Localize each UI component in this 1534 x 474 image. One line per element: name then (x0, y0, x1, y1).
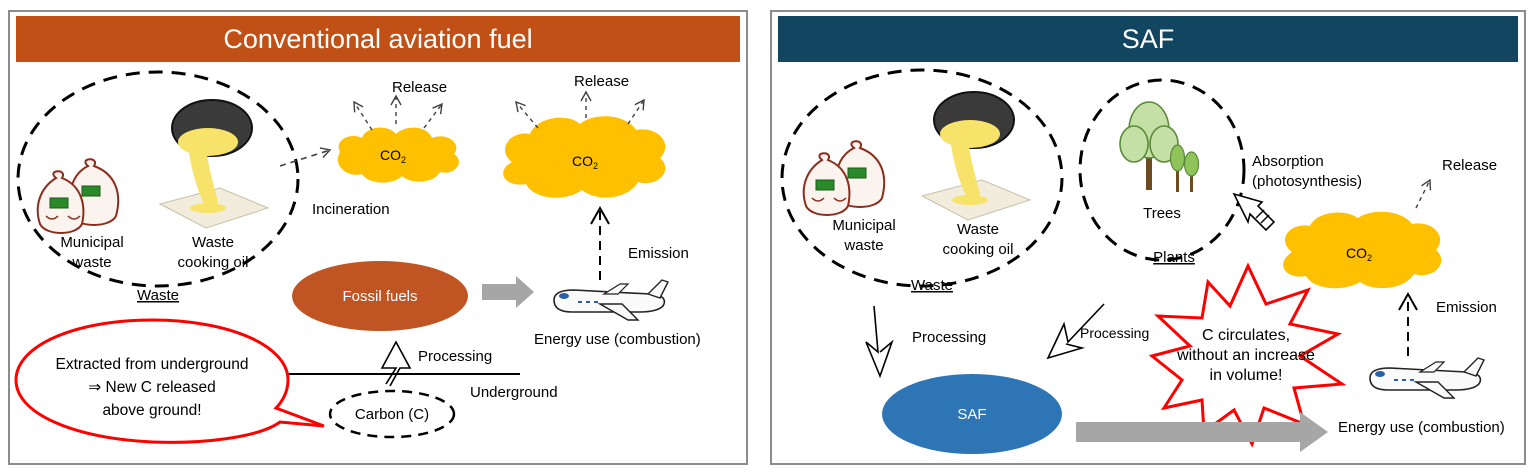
co2-small-label: CO (380, 147, 401, 163)
municipal-waste-label-1: Municipal (60, 234, 123, 251)
callout-line-3: above ground! (102, 402, 201, 419)
saf-waste-group-circle (780, 68, 1064, 288)
saf-co2-cloud: CO2 (1283, 211, 1442, 289)
release-label-2: Release (574, 73, 629, 90)
incineration-label: Incineration (312, 201, 390, 218)
burst-line-2: without an increase (1176, 347, 1315, 364)
callout-line-1: Extracted from underground (56, 356, 249, 373)
co2-large-label: CO (572, 153, 593, 169)
saf-cooking-oil-label-1: Waste (957, 221, 999, 238)
callout-line-2: ⇒ New C released (88, 379, 216, 396)
fossil-fuels-label: Fossil fuels (342, 288, 417, 305)
saf-cooking-oil-pan-icon (920, 91, 1032, 221)
airplane-icon (553, 279, 669, 321)
conventional-fuel-title: Conventional aviation fuel (223, 23, 533, 54)
saf-garbage-bags-icon (802, 140, 886, 216)
saf-co2-label: CO (1346, 245, 1367, 261)
saf-cooking-oil-label-2: cooking oil (943, 241, 1014, 258)
saf-emission-label: Emission (1436, 299, 1497, 316)
carbon-label: Carbon (C) (355, 406, 429, 423)
absorption-arrow (1232, 192, 1276, 232)
release-arrow-1c (423, 102, 443, 129)
cooking-oil-label-1: Waste (192, 234, 234, 251)
saf-municipal-waste-label-2: waste (843, 237, 883, 254)
co2-small-subscript: 2 (401, 155, 406, 165)
conventional-fuel-header: Conventional aviation fuel (16, 16, 740, 62)
svg-text:CO2: CO2 (572, 153, 598, 171)
conventional-fuel-panel: Conventional aviation fuel Municipal (8, 10, 748, 465)
saf-municipal-waste-label-1: Municipal (832, 217, 895, 234)
municipal-waste-label-2: waste (71, 254, 111, 271)
svg-text:CO2: CO2 (380, 147, 406, 165)
saf-release-label: Release (1442, 157, 1497, 174)
incineration-arrow (279, 147, 332, 167)
processing-label: Processing (418, 348, 492, 365)
plants-label: Plants (1153, 249, 1195, 266)
processing-arrow (380, 340, 412, 387)
saf-waste-label: Waste (911, 277, 953, 294)
absorption-label-2: (photosynthesis) (1252, 173, 1362, 190)
saf-diagram: Municipal waste Waste cooking oil Waste … (780, 68, 1505, 454)
saf-ellipse (882, 374, 1062, 454)
garbage-bags-icon (36, 158, 120, 234)
trees-icon (1119, 101, 1200, 192)
co2-large-subscript: 2 (593, 161, 598, 171)
callout-bubble (14, 318, 325, 444)
saf-processing-label-2: Processing (1080, 325, 1149, 341)
energy-use-label: Energy use (combustion) (534, 331, 701, 348)
fossil-fuels-ellipse (292, 261, 468, 331)
absorption-label-1: Absorption (1252, 153, 1324, 170)
saf-release-arrow (1415, 178, 1432, 209)
burst-line-1: C circulates, (1202, 327, 1290, 344)
saf-panel: SAF Municipal waste Waste cooking (770, 10, 1526, 465)
saf-ellipse-label: SAF (957, 406, 986, 423)
fossil-to-plane-arrow (482, 276, 534, 308)
saf-energy-use-label: Energy use (combustion) (1338, 419, 1505, 436)
release-arrow-1a (353, 100, 373, 131)
emission-label: Emission (628, 245, 689, 262)
saf-processing-label-1: Processing (912, 329, 986, 346)
saf-airplane-icon (1369, 357, 1485, 399)
release-arrow-2a (515, 100, 539, 129)
processing-arrow-2 (1046, 303, 1105, 360)
release-arrow-2c (627, 98, 645, 125)
waste-group-circle (16, 70, 300, 288)
cooking-oil-label-2: cooking oil (178, 254, 249, 271)
circulation-burst (1148, 262, 1347, 448)
trees-label: Trees (1143, 205, 1181, 222)
saf-title: SAF (1121, 23, 1175, 54)
conventional-fuel-diagram: Municipal waste Waste cooking oil Waste … (14, 70, 701, 444)
svg-text:CO2: CO2 (1346, 245, 1372, 263)
underground-label: Underground (470, 384, 558, 401)
waste-label: Waste (137, 287, 179, 304)
release-label-1: Release (392, 79, 447, 96)
plants-group-circle (1078, 78, 1246, 262)
cooking-oil-pan-icon (158, 99, 270, 229)
saf-header: SAF (778, 16, 1518, 62)
carbon-ellipse (328, 389, 456, 439)
processing-arrow-1 (865, 305, 894, 379)
burst-line-3: in volume! (1210, 367, 1283, 384)
saf-to-plane-arrow (1076, 412, 1328, 452)
co2-cloud-small: CO2 (337, 127, 459, 183)
saf-co2-subscript: 2 (1367, 253, 1372, 263)
co2-cloud-large: CO2 (503, 116, 666, 198)
